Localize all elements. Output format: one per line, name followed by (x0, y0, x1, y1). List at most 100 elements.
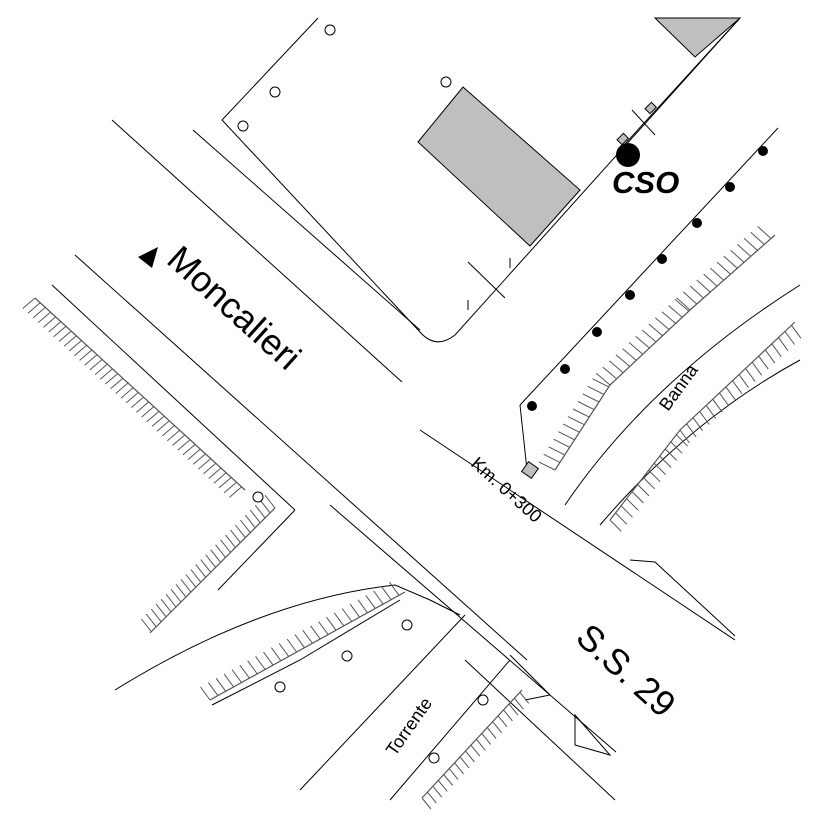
hatch-tick (519, 691, 530, 704)
road-lines (51, 119, 736, 801)
hatch-tick (503, 709, 513, 722)
hatch-tick (115, 382, 129, 394)
hatch-tick (432, 785, 443, 798)
hatch-tick (58, 330, 72, 342)
hatch-tick (240, 519, 251, 534)
hatch-tick (207, 682, 219, 696)
hatch-tick (567, 416, 585, 426)
survey-point-icon[interactable] (401, 619, 413, 631)
hatch-tick (538, 461, 556, 471)
hatch-tick (562, 423, 580, 433)
hatch-tick (110, 377, 124, 390)
hatch-tick (675, 434, 689, 447)
survey-point-icon[interactable] (428, 752, 440, 764)
hatch-tick (682, 291, 698, 305)
hatch-tick (705, 405, 717, 419)
survey-point-icon[interactable] (237, 120, 249, 132)
hatch-tick (514, 697, 524, 710)
hatch-tick (427, 791, 437, 804)
hatch-tick (203, 462, 217, 475)
banna-banks (519, 127, 801, 526)
hatch-tick (730, 249, 745, 263)
hatch-tick (218, 477, 232, 489)
hatch-tick (577, 401, 595, 411)
point-icon[interactable] (657, 254, 667, 264)
hatch-tick (642, 477, 655, 490)
hatch-tick (454, 762, 464, 775)
embankment-base (209, 591, 406, 701)
survey-point-icon[interactable] (341, 650, 353, 662)
hatch-tick (205, 554, 216, 568)
hatch-tick (745, 368, 756, 382)
km-marker-icon[interactable] (520, 460, 540, 480)
torrente-label: Torrente (382, 694, 436, 760)
survey-point-icon[interactable] (269, 86, 281, 98)
hatch-tick (709, 267, 725, 281)
hatch-tick (723, 255, 738, 269)
hatch-tick (167, 429, 181, 442)
point-icon[interactable] (527, 401, 537, 411)
hatch-tick (37, 311, 51, 323)
point-icon[interactable] (692, 218, 702, 228)
hatch-tick (278, 643, 290, 657)
survey-point-icon[interactable] (324, 24, 336, 36)
hatch-tick (609, 519, 622, 532)
hatch-tick (743, 237, 758, 251)
hatch-tick (443, 774, 454, 786)
hatch-tick (185, 574, 197, 588)
hatch-tick (220, 539, 231, 553)
hatch-tick (587, 385, 605, 395)
hatch-tick (32, 307, 46, 319)
hatch-tick (302, 630, 313, 644)
hatch-tick (215, 678, 227, 692)
survey-point-icon[interactable] (274, 681, 286, 693)
moncalieri-label: Moncalieri (160, 237, 309, 377)
survey-point-icon[interactable] (252, 491, 264, 503)
hatch-tick (210, 549, 221, 563)
hatch-tick (448, 768, 459, 780)
point-icon[interactable] (625, 290, 635, 300)
hatch-tick (670, 441, 683, 454)
hatch-tick (696, 279, 711, 293)
survey-point-icon[interactable] (477, 694, 489, 706)
hatch-tick (172, 434, 186, 446)
hatch-tick (150, 608, 162, 623)
cso-label: CSO (612, 165, 679, 200)
pipeline-points (527, 146, 768, 411)
road-junction (629, 559, 736, 637)
hatch-tick (553, 438, 570, 448)
hatch-tick (200, 686, 211, 701)
point-icon[interactable] (560, 364, 570, 374)
hatch-tick (622, 348, 637, 361)
hatch-tick (141, 406, 155, 418)
hatch-tick (198, 458, 212, 470)
hatch-tick (22, 297, 36, 309)
hatch-tick (192, 453, 206, 465)
point-icon[interactable] (758, 146, 768, 156)
hatch-tick (661, 311, 677, 324)
hatch-tick (264, 494, 276, 509)
hatch-tick (679, 429, 690, 444)
hatch-tick (615, 512, 628, 525)
point-icon[interactable] (725, 182, 735, 192)
hatch-tick (365, 595, 376, 609)
embankment-base (34, 297, 246, 491)
hatch-tick (318, 621, 329, 635)
hatch-tick (177, 439, 191, 451)
hatch-tick (263, 651, 274, 666)
hatch-tick (732, 380, 743, 394)
hatch-tick (249, 509, 261, 524)
embankment-base (609, 321, 796, 521)
hatch-tick (294, 634, 305, 648)
hatch-tick (326, 616, 337, 631)
point-icon[interactable] (592, 327, 602, 337)
hatch-tick (508, 703, 519, 716)
hatch-tick (620, 505, 633, 518)
cso-marker-icon[interactable] (616, 143, 640, 167)
hatch-tick (270, 647, 282, 662)
hatch-tick (286, 638, 298, 653)
survey-point-icon[interactable] (440, 76, 452, 88)
hatch-tick (43, 316, 57, 328)
hatch-tick (247, 660, 258, 675)
hatch-tick (615, 354, 631, 367)
